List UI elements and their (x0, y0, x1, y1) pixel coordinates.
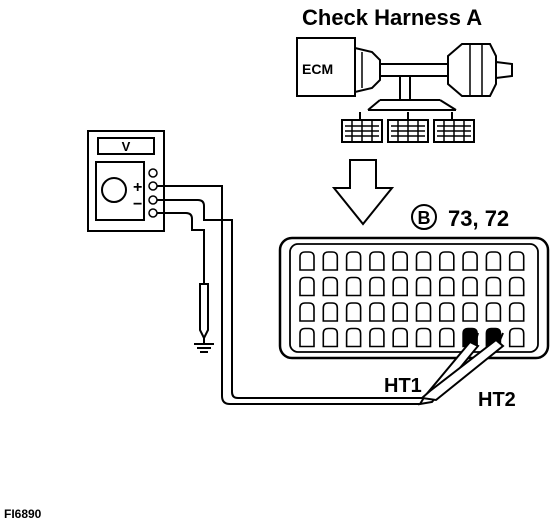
connector-pin (485, 251, 502, 271)
ecm-box (296, 37, 356, 97)
connector-pin (345, 302, 362, 322)
positive-lead-wire (157, 185, 420, 405)
connector-pin (345, 276, 362, 297)
connector-pin (345, 251, 362, 271)
sub-connector-2 (387, 119, 429, 143)
connector-pin (415, 302, 432, 322)
voltmeter-terminal-2 (148, 181, 158, 191)
connector-pin (508, 276, 525, 297)
connector-pin (462, 302, 478, 322)
ecm-label: ECM (302, 61, 333, 77)
probe-ht2-label: HT2 (478, 389, 516, 411)
connector-pin (415, 251, 432, 271)
connector-pin (508, 327, 525, 348)
ground-probe (199, 283, 209, 341)
harness-trunk (380, 63, 448, 77)
ground-lead-wire (157, 212, 205, 284)
down-arrow-icon (331, 159, 395, 226)
connector-badge-circle (411, 204, 437, 230)
connector-pin (369, 327, 385, 348)
sub-connector-3 (433, 119, 475, 143)
sub-connector-1 (341, 119, 383, 143)
connector-pin (299, 276, 315, 297)
connector-pin (392, 327, 408, 348)
connector-pin (415, 276, 432, 297)
connector-pin (439, 251, 455, 271)
harness-branch (359, 76, 457, 120)
connector-b-inner (289, 243, 539, 353)
connector-pin (299, 302, 315, 322)
voltmeter-terminal-1 (148, 168, 158, 178)
connector-badge: B (418, 208, 431, 228)
connector-pin-probed (462, 327, 478, 348)
connector-pin (508, 251, 525, 271)
connector-pin (369, 251, 385, 271)
connector-pin (462, 251, 478, 271)
voltmeter-terminal-4 (148, 208, 158, 218)
diagram-title: Check Harness A (302, 5, 482, 30)
voltmeter: V + − (87, 130, 165, 232)
connector-pin (369, 302, 385, 322)
probe-ht2 (419, 332, 505, 402)
connector-pin (415, 327, 432, 348)
probe-ht1-label: HT1 (384, 375, 422, 397)
connector-pin (322, 327, 339, 348)
voltmeter-minus: − (133, 196, 142, 213)
connector-pin-grid (299, 251, 525, 348)
figure-id: FI6890 (4, 507, 42, 521)
connector-pin (392, 251, 408, 271)
voltmeter-plus: + (133, 179, 142, 196)
connector-pin (369, 276, 385, 297)
voltmeter-terminal-3 (148, 195, 158, 205)
connector-pin (299, 251, 315, 271)
negative-lead-wire (157, 199, 422, 399)
ground-icon (194, 343, 214, 353)
voltmeter-display (97, 137, 155, 155)
connector-pin (485, 302, 502, 322)
connector-b (278, 236, 550, 360)
connector-pin (299, 327, 315, 348)
connector-pin (322, 302, 339, 322)
voltmeter-dial (101, 177, 127, 203)
connector-pin-numbers: 73, 72 (448, 206, 509, 231)
connector-pin (439, 276, 455, 297)
connector-pin (392, 276, 408, 297)
connector-pin (439, 302, 455, 322)
voltmeter-display-label: V (122, 139, 131, 154)
connector-pin (322, 251, 339, 271)
connector-b-label: B 73, 72 (411, 204, 509, 231)
connector-pin (392, 302, 408, 322)
connector-pin (508, 302, 525, 322)
check-harness-a: ECM (296, 37, 513, 143)
connector-pin (322, 276, 339, 297)
connector-pin (345, 327, 362, 348)
connector-pin (439, 327, 455, 348)
connector-pin (462, 276, 478, 297)
connector-pin (485, 276, 502, 297)
harness-right-connector (447, 43, 497, 97)
ecm-plug (354, 46, 381, 94)
